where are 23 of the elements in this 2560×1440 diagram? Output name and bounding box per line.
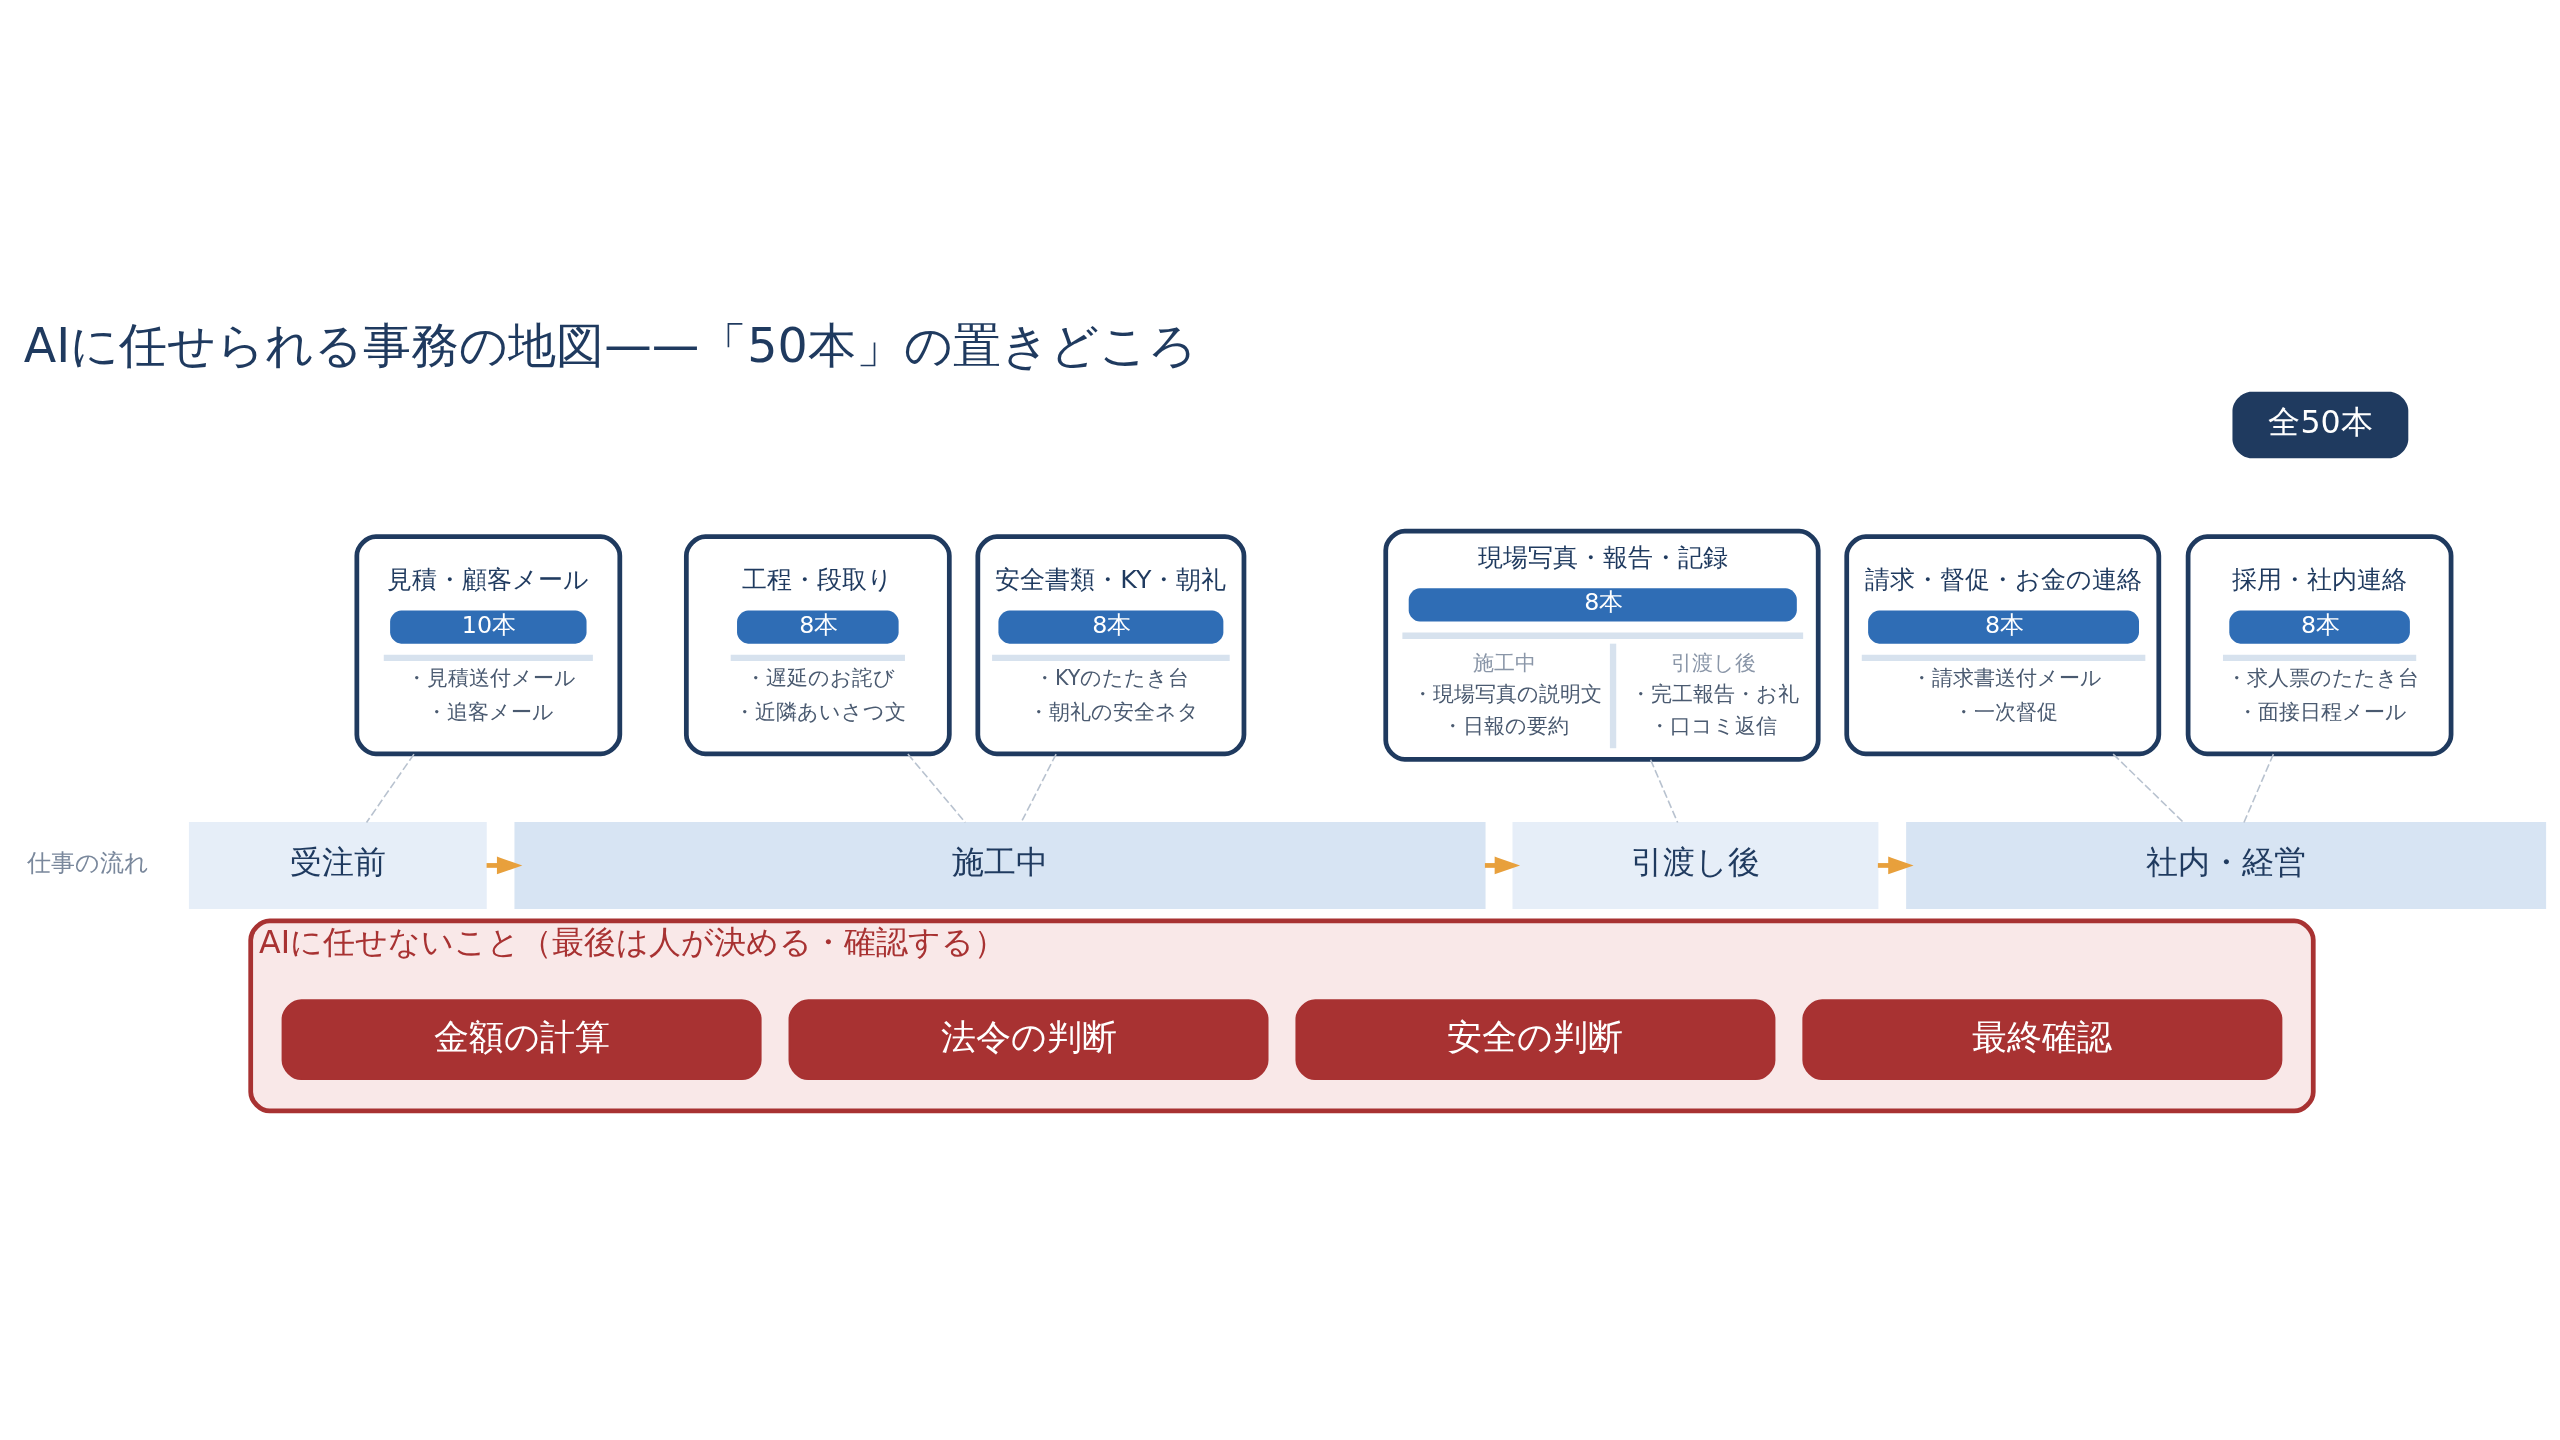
node-box: 見積・顧客メール 10本 ・見積送付メール ・追客メール xyxy=(354,533,623,756)
node-box: 安全の判断 xyxy=(1295,998,1776,1080)
node-box: 工程・段取り 8本 ・遅延のお詫び ・近隣あいさつ文 xyxy=(683,533,952,756)
node-box: 最終確認 xyxy=(1802,998,2283,1080)
node-box: 受注前 xyxy=(188,821,487,909)
connector xyxy=(365,752,415,823)
connector xyxy=(907,752,967,823)
node-box: 請求・督促・お金の連絡 8本 ・請求書送付メール ・一次督促 xyxy=(1844,533,2162,756)
node-box: 法令の判断 xyxy=(788,998,1269,1080)
node-box: 現場写真・報告・記録 8本 施工中 ・現場写真の説明文 ・日報の要約 引渡し後 ・完工報告・お礼 ・口コミ返信 xyxy=(1383,528,1821,762)
label: 仕事の流れ xyxy=(26,848,149,877)
connector xyxy=(2112,752,2185,823)
node-box: 採用・社内連絡 8本 ・求人票のたたき台 ・面接日程メール xyxy=(2185,533,2454,756)
connector xyxy=(1020,752,1057,823)
node-box: 社内・経営 xyxy=(1906,821,2547,909)
node-box: 金額の計算 xyxy=(281,998,762,1080)
node-box: 安全書類・KY・朝礼 8本 ・KYのたたき台 ・朝礼の安全ネタ xyxy=(975,533,1247,756)
label: 全50本 xyxy=(2268,403,2373,440)
node-box: 引渡し後 xyxy=(1512,821,1879,909)
diagram-title: AIに任せられる事務の地図——「50本」の置きどころ xyxy=(23,317,1197,373)
node-box: 施工中 xyxy=(514,821,1486,909)
connector xyxy=(2243,752,2275,823)
connector xyxy=(1649,758,1679,823)
